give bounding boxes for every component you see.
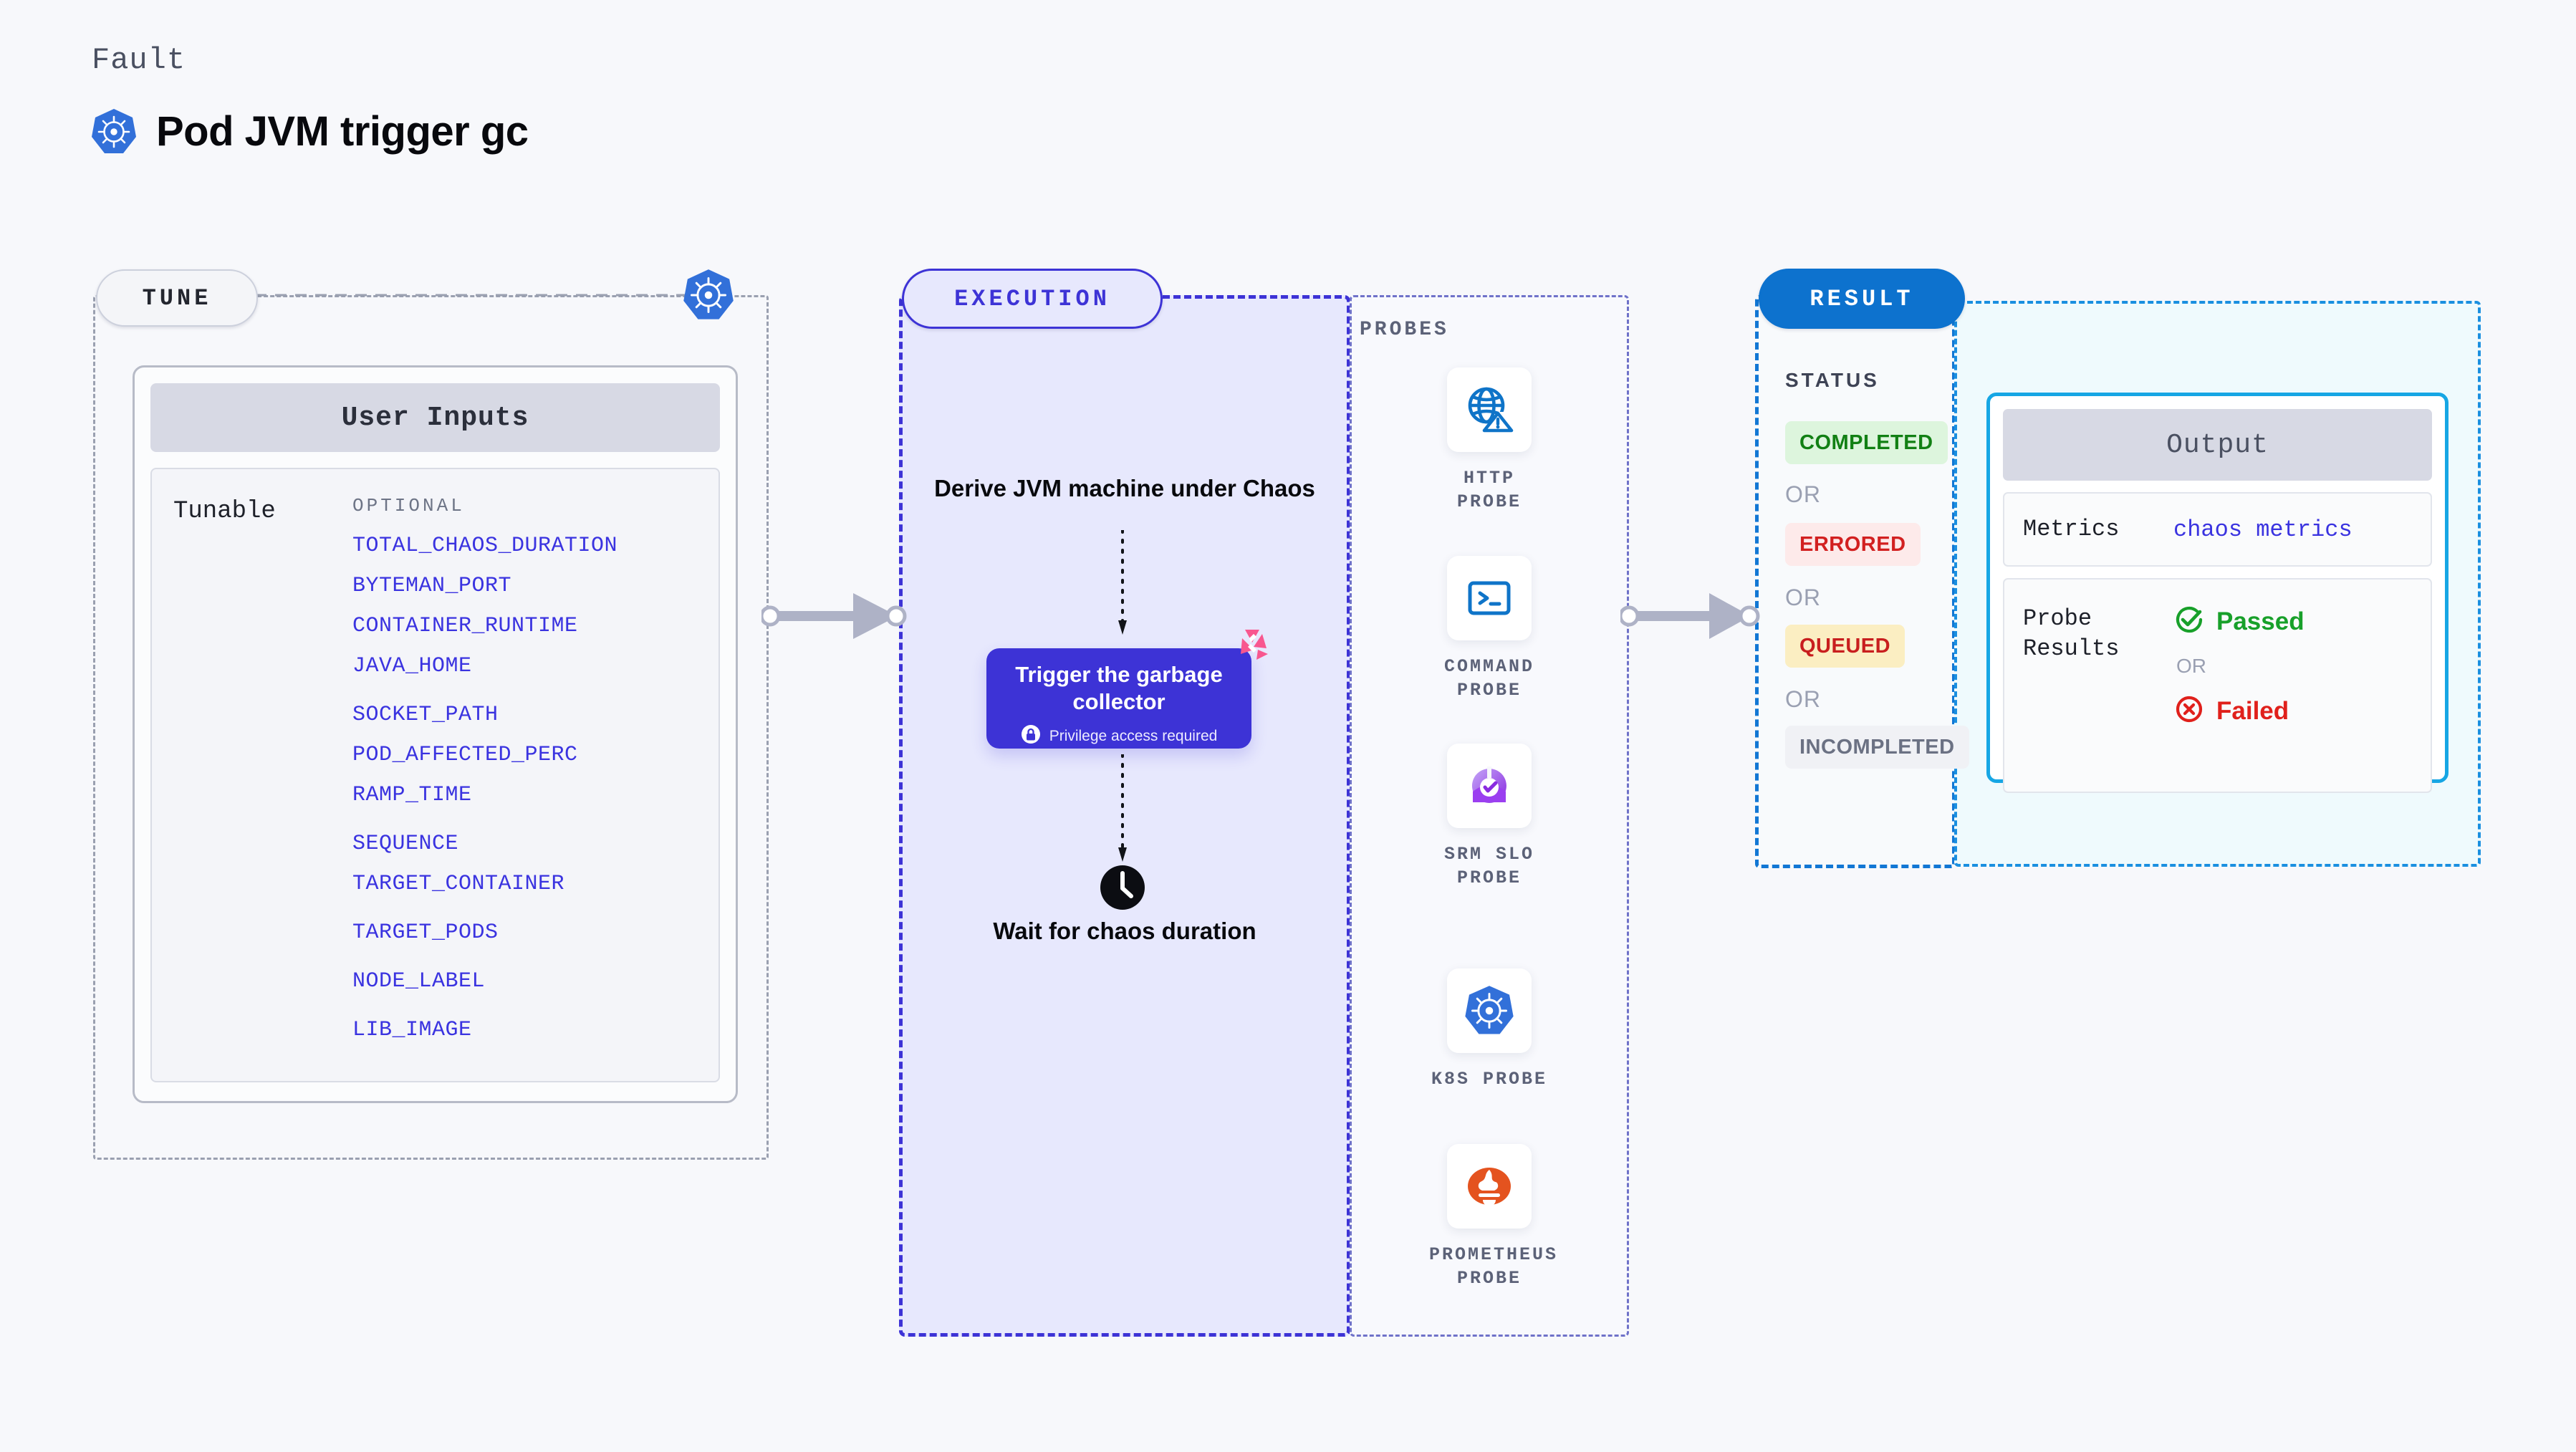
status-badge-completed: COMPLETED — [1785, 421, 1948, 464]
status-or-1: OR — [1785, 481, 1821, 507]
tunable-item[interactable]: BYTEMAN_PORT — [352, 574, 512, 598]
probe-label: COMMAND PROBE — [1443, 656, 1535, 701]
execution-step-wait: Wait for chaos duration — [993, 918, 1256, 944]
tune-kubernetes-badge-icon — [683, 269, 734, 325]
user-inputs-header: User Inputs — [150, 383, 720, 452]
stage-pill-tune[interactable]: TUNE — [96, 269, 258, 327]
status-badge-incompleted: INCOMPLETED — [1785, 726, 1969, 769]
stage-pill-result[interactable]: RESULT — [1759, 269, 1965, 329]
probe-item-srm-slo[interactable]: SRM SLO PROBE — [1429, 744, 1549, 890]
output-card: Output Metrics chaos metrics Probe Resul… — [1986, 393, 2448, 793]
probe-label: PROMETHEUS PROBE — [1429, 1244, 1559, 1289]
tunable-label: Tunable — [173, 498, 276, 525]
execution-action-title: Trigger the garbage collector — [1015, 662, 1223, 714]
probe-result-failed: Failed — [2173, 693, 2305, 729]
tunable-item[interactable]: CONTAINER_RUNTIME — [352, 614, 578, 638]
execution-connector-dotted-1 — [1118, 530, 1127, 635]
fault-kicker: Fault — [92, 43, 186, 77]
probe-label: HTTP PROBE — [1456, 468, 1522, 512]
kubernetes-icon — [92, 108, 136, 155]
kubernetes-icon — [1447, 968, 1532, 1053]
execution-action-card[interactable]: Trigger the garbage collector Privilege … — [986, 648, 1251, 749]
metrics-value[interactable]: chaos metrics — [2173, 516, 2352, 543]
probe-item-command[interactable]: COMMAND PROBE — [1429, 556, 1549, 702]
stage-pill-execution[interactable]: EXECUTION — [902, 269, 1163, 329]
lock-icon — [1021, 724, 1041, 749]
status-badge-queued: QUEUED — [1785, 625, 1905, 668]
probe-label: SRM SLO PROBE — [1443, 844, 1535, 888]
status-or-2: OR — [1785, 585, 1821, 610]
clock-icon — [1098, 863, 1147, 915]
prometheus-icon — [1447, 1144, 1532, 1229]
tune-top-dashed-line — [255, 294, 693, 297]
litmus-chaos-icon — [1225, 628, 1269, 673]
tune-stage-panel — [93, 295, 769, 1160]
output-metrics-row: Metrics chaos metrics — [2003, 492, 2432, 567]
globe-warning-icon — [1447, 367, 1532, 452]
terminal-icon — [1447, 556, 1532, 640]
privilege-note-label: Privilege access required — [1049, 727, 1218, 744]
probe-item-prometheus[interactable]: PROMETHEUS PROBE — [1429, 1144, 1559, 1290]
status-section-label: STATUS — [1785, 369, 1880, 391]
tunable-item[interactable]: SEQUENCE — [352, 832, 459, 856]
output-header: Output — [2003, 409, 2432, 481]
tunable-list: OPTIONAL TOTAL_CHAOS_DURATION BYTEMAN_PO… — [352, 495, 617, 1081]
optional-label: OPTIONAL — [352, 495, 465, 516]
page-title: Pod JVM trigger gc — [156, 108, 529, 155]
connector-arrow-execution-to-result — [1620, 593, 1760, 639]
probe-result-passed: Passed — [2173, 604, 2305, 639]
check-circle-icon — [2173, 604, 2205, 639]
tunable-item[interactable]: JAVA_HOME — [352, 654, 472, 678]
passed-label: Passed — [2216, 607, 2305, 635]
status-badge-errored: ERRORED — [1785, 523, 1921, 566]
tunable-item[interactable]: NODE_LABEL — [352, 969, 486, 994]
tunable-item[interactable]: SOCKET_PATH — [352, 703, 499, 727]
srm-slo-icon — [1447, 744, 1532, 828]
output-probe-results-row: Probe Results Passed OR — [2003, 578, 2432, 793]
status-or-3: OR — [1785, 686, 1821, 712]
failed-label: Failed — [2216, 696, 2289, 725]
user-inputs-card: User Inputs Tunable OPTIONAL TOTAL_CHAOS… — [133, 365, 738, 1103]
tunable-item[interactable]: TARGET_PODS — [352, 920, 499, 945]
probe-item-k8s[interactable]: K8S PROBE — [1429, 968, 1549, 1091]
result-stage-panel — [1755, 295, 1956, 868]
page-header: Fault Pod JVM trigger gc — [92, 43, 529, 155]
tunable-box: Tunable OPTIONAL TOTAL_CHAOS_DURATION BY… — [150, 468, 720, 1082]
tunable-item[interactable]: TARGET_CONTAINER — [352, 872, 565, 896]
tunable-item[interactable]: POD_AFFECTED_PERC — [352, 743, 578, 767]
probe-results-values: Passed OR Failed — [2173, 604, 2305, 792]
probes-section-label: PROBES — [1360, 319, 1449, 341]
tunable-item[interactable]: LIB_IMAGE — [352, 1018, 472, 1042]
connector-arrow-tune-to-execution — [761, 593, 907, 639]
metrics-key: Metrics — [2023, 516, 2120, 543]
fault-title-row: Pod JVM trigger gc — [92, 107, 529, 155]
tunable-item[interactable]: RAMP_TIME — [352, 783, 472, 807]
probe-item-http[interactable]: HTTP PROBE — [1429, 367, 1549, 514]
x-circle-icon — [2173, 693, 2205, 729]
probe-results-key-text: Probe Results — [2023, 605, 2120, 662]
tunable-item[interactable]: TOTAL_CHAOS_DURATION — [352, 534, 618, 558]
probe-results-key: Probe Results — [2023, 604, 2173, 792]
privilege-note: Privilege access required — [1001, 724, 1237, 749]
execution-step-derive-jvm: Derive JVM machine under Chaos — [934, 475, 1315, 501]
probe-result-or: OR — [2176, 655, 2206, 677]
execution-connector-dotted-2 — [1118, 754, 1127, 862]
probe-label: K8S PROBE — [1431, 1069, 1548, 1090]
